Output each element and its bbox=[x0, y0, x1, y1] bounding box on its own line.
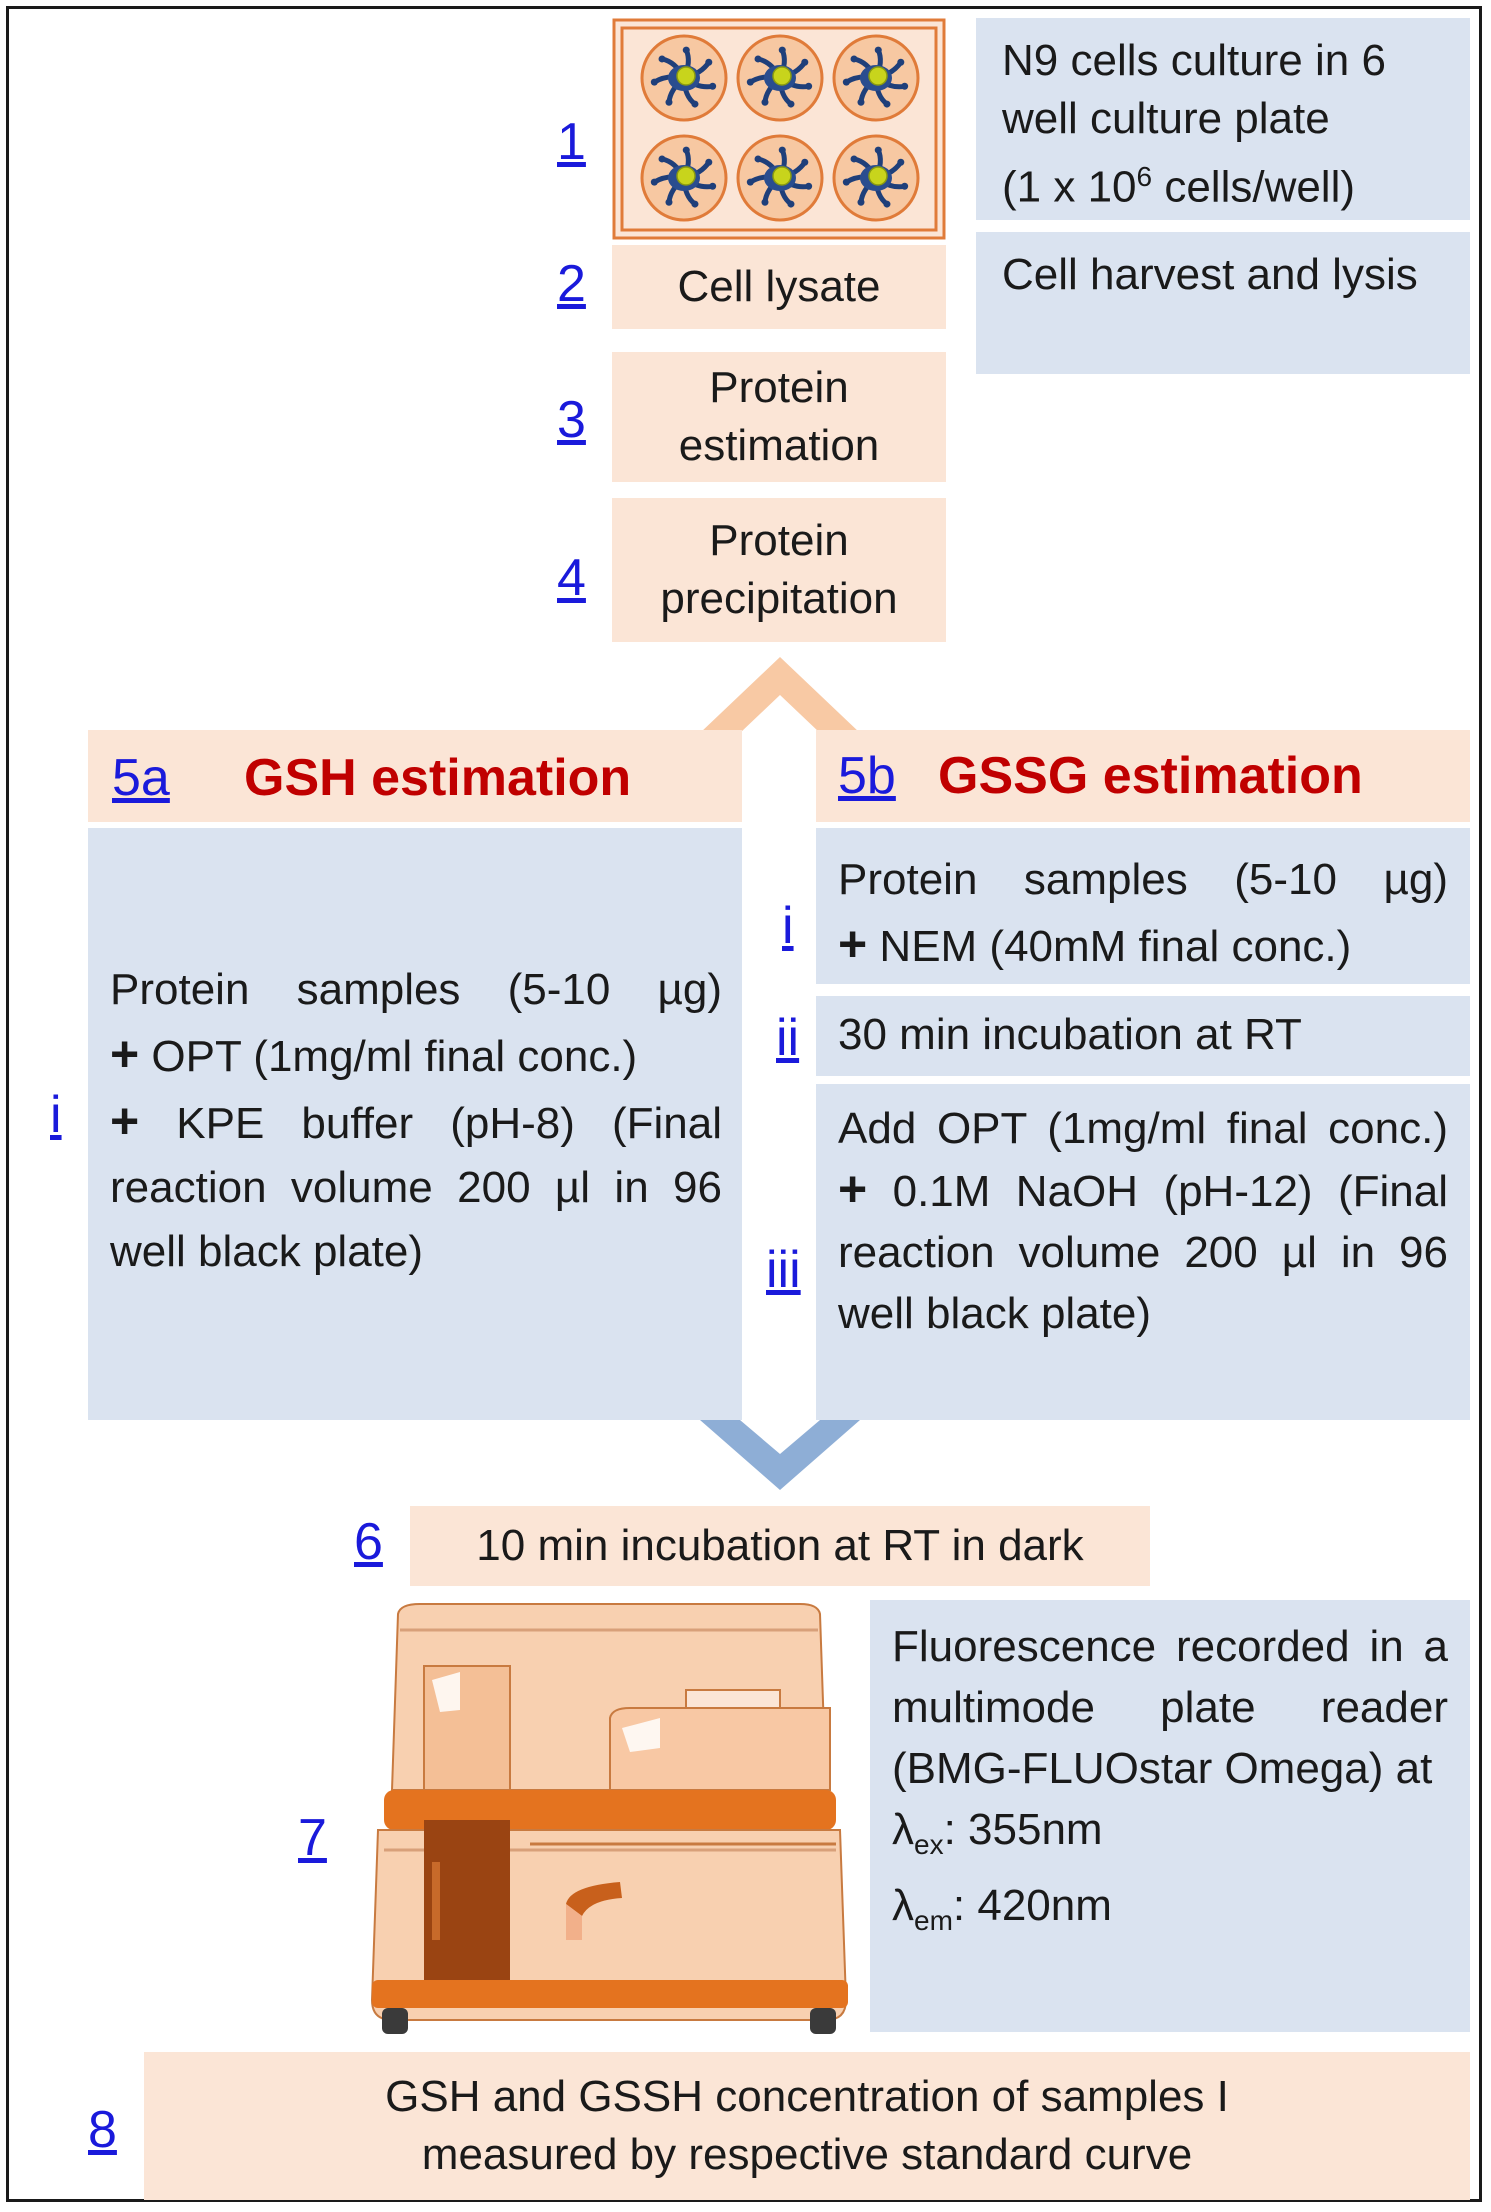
step-3-label: Protein bbox=[709, 363, 849, 412]
well-cell-icon bbox=[640, 134, 728, 222]
step-8-line: GSH and GSSH concentration of samples I bbox=[385, 2072, 1229, 2121]
step-4-label: precipitation bbox=[660, 574, 898, 623]
well-cell-icon bbox=[736, 34, 824, 122]
step-5b-header bbox=[816, 730, 1470, 822]
lambda-ex-line: λex: 355nm bbox=[892, 1805, 1103, 1860]
step-7-link[interactable]: 7 bbox=[298, 1809, 327, 1867]
step-5b-ii-box: 30 min incubation at RT bbox=[816, 996, 1470, 1076]
step-1-description: N9 cells culture in 6 well culture plate… bbox=[976, 18, 1470, 220]
step-6-text: 10 min incubation at RT in dark bbox=[476, 1521, 1084, 1570]
step-8-link[interactable]: 8 bbox=[88, 2101, 117, 2159]
well-cell-icon bbox=[640, 34, 728, 122]
step-6-link[interactable]: 6 bbox=[354, 1513, 383, 1571]
step-5b-iii-link[interactable]: iii bbox=[766, 1241, 801, 1299]
step-5b-i-box: Protein samples (5-10 µg) + NEM (40mM fi… bbox=[816, 828, 1470, 984]
step-5a-i-link[interactable]: i bbox=[50, 1086, 62, 1144]
plus-symbol: + bbox=[838, 1161, 868, 1217]
step-1-desc-line: (1 x 106 cells/well) bbox=[1002, 161, 1356, 212]
step-3-link[interactable]: 3 bbox=[557, 391, 586, 449]
step-5b-iii-text: 0.1M NaOH (pH-12) (Final reaction volume… bbox=[838, 1167, 1448, 1338]
step-5a-header bbox=[88, 730, 742, 822]
well-cell-icon bbox=[832, 134, 920, 222]
step-5a-link[interactable]: 5a bbox=[112, 749, 170, 807]
step-6-box: 10 min incubation at RT in dark bbox=[410, 1506, 1150, 1586]
lambda-em-line: λem: 420nm bbox=[892, 1880, 1112, 1936]
step-8-line: measured by respective standard curve bbox=[421, 2130, 1193, 2179]
step-5a-i-line: + OPT (1mg/ml final conc.) bbox=[110, 1026, 638, 1082]
step-5a-i-box bbox=[88, 828, 742, 1420]
step-5b-iii-box: Add OPT (1mg/ml final conc.) + 0.1M NaOH… bbox=[816, 1084, 1470, 1420]
step-3-box: Protein estimation bbox=[612, 352, 946, 482]
step-1-desc-line: N9 cells culture in 6 bbox=[1002, 36, 1386, 85]
step-2-description: Cell harvest and lysis bbox=[976, 232, 1470, 374]
step-5a-i-line: Protein samples (5-10 µg) bbox=[110, 965, 722, 1014]
step-3-label: estimation bbox=[678, 421, 880, 470]
step-5b-ii-text: 30 min incubation at RT bbox=[838, 1010, 1302, 1059]
well-cell-icon bbox=[736, 134, 824, 222]
step-5b-i-line: + NEM (40mM final conc.) bbox=[838, 916, 1352, 972]
step-5b-iii-text: Add OPT (1mg/ml final conc.) bbox=[838, 1104, 1448, 1153]
step-2-link[interactable]: 2 bbox=[557, 255, 586, 313]
step-5b-link[interactable]: 5b bbox=[838, 747, 896, 805]
arrow-down-icon bbox=[700, 1420, 860, 1490]
arrow-up-icon bbox=[700, 657, 860, 733]
step-5b-i-line: Protein samples (5-10 µg) bbox=[838, 855, 1448, 904]
step-7-description: Fluorescence recorded in a multimode pla… bbox=[870, 1600, 1470, 2032]
step-4-label: Protein bbox=[709, 516, 849, 565]
plate-reader-illustration bbox=[370, 1603, 848, 2034]
step-2-label: Cell lysate bbox=[677, 262, 881, 311]
step-4-link[interactable]: 4 bbox=[557, 549, 586, 607]
step-2-box: Cell lysate bbox=[612, 245, 946, 329]
diagram-frame bbox=[6, 6, 1482, 2202]
well-cell-icon bbox=[832, 34, 920, 122]
step-8-box: GSH and GSSH concentration of samples I … bbox=[144, 2052, 1470, 2200]
step-5a-i-line: + KPE buffer (pH-8) (Final reaction volu… bbox=[110, 1093, 722, 1276]
gsh-estimation-heading: GSH estimation bbox=[244, 749, 632, 807]
step-5b-ii-link[interactable]: ii bbox=[776, 1009, 800, 1067]
step-5b-i-link[interactable]: i bbox=[782, 897, 794, 955]
gssg-estimation-heading: GSSG estimation bbox=[938, 747, 1363, 805]
well-plate-illustration bbox=[612, 18, 946, 240]
step-5a-i-text: Protein samples (5-10 µg) + OPT (1mg/ml … bbox=[110, 958, 722, 1284]
step-1-desc-line: well culture plate bbox=[1002, 94, 1330, 143]
step-2-desc-text: Cell harvest and lysis bbox=[1002, 250, 1418, 299]
step-4-box: Protein precipitation bbox=[612, 498, 946, 642]
step-1-link[interactable]: 1 bbox=[557, 113, 586, 171]
step-7-desc-text: Fluorescence recorded in a multimode pla… bbox=[892, 1622, 1448, 1793]
